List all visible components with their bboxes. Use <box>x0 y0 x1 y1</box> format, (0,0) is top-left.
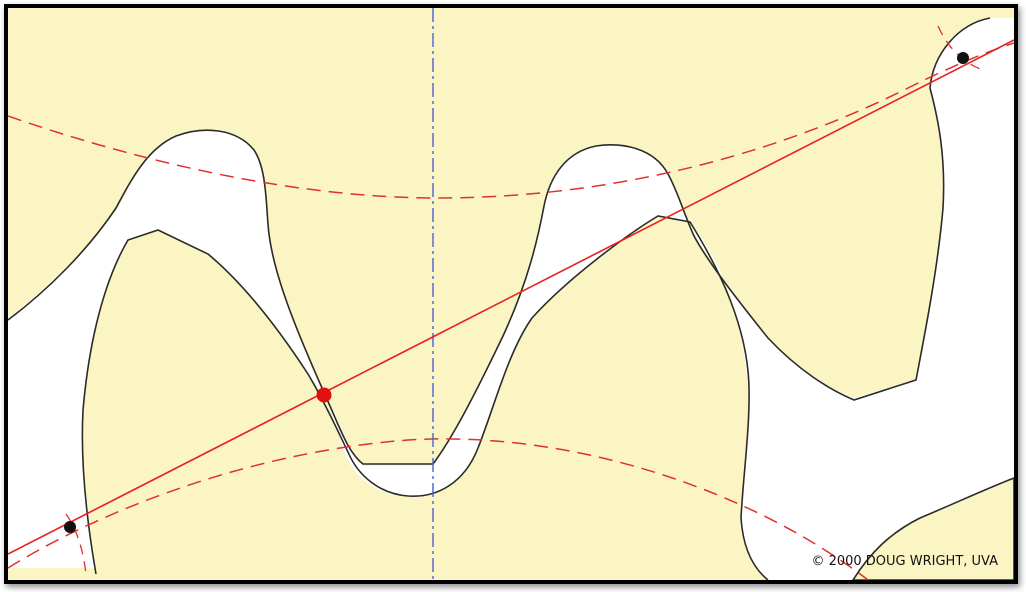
upper-gear-tooth-gap-right <box>688 18 1014 580</box>
pitch-point <box>316 387 332 403</box>
upper-addendum-arc-right <box>937 25 984 71</box>
lower-pitch-circle <box>8 438 869 580</box>
gear-mesh-diagram: © 2000 DOUG WRIGHT, UVA <box>8 8 1014 580</box>
line-of-action <box>8 39 1014 555</box>
lower-gear-tooth-right <box>852 477 1014 580</box>
upper-pitch-circle <box>8 42 1014 199</box>
copyright-credit: © 2000 DOUG WRIGHT, UVA <box>811 554 998 569</box>
contact-point-end <box>957 52 969 64</box>
gear-mesh-diagram-frame: © 2000 DOUG WRIGHT, UVA <box>4 4 1018 584</box>
upper-gear-tooth-gap-middle <box>328 144 688 497</box>
contact-point-start <box>64 521 76 533</box>
upper-gear-profile <box>8 17 991 465</box>
lower-addendum-arc-left <box>65 513 87 575</box>
lower-gear-profile <box>81 215 769 580</box>
upper-gear-tooth-gap-left <box>8 129 328 568</box>
